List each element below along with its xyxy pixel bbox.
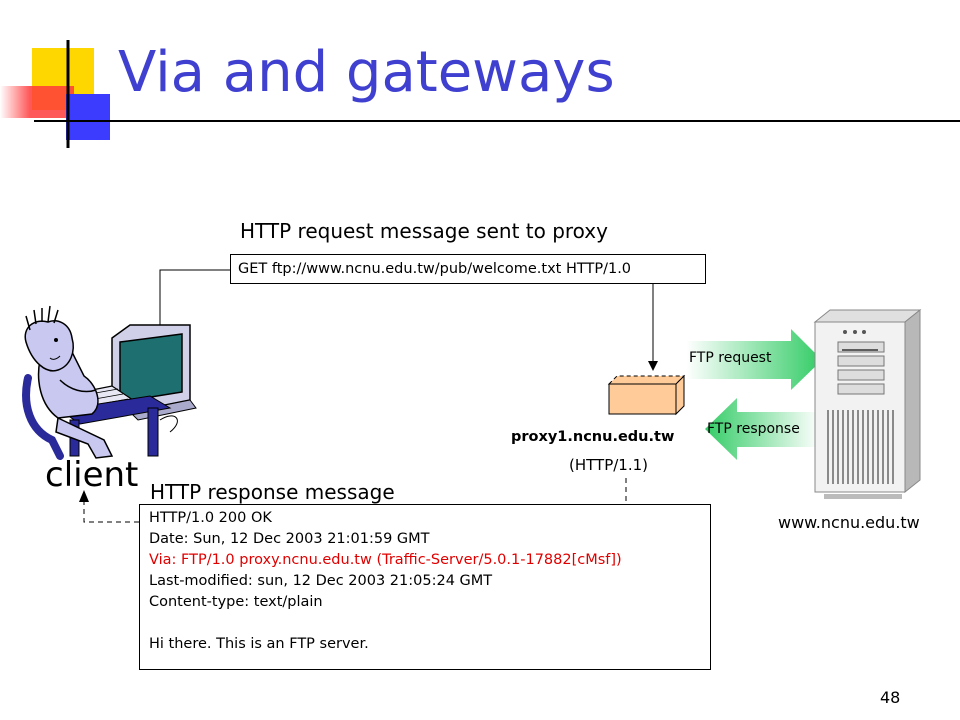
ftp-response-label: FTP response — [707, 421, 800, 437]
request-caption: HTTP request message sent to proxy — [240, 219, 608, 243]
response-blank-line — [149, 613, 622, 634]
response-date-header: Date: Sun, 12 Dec 2003 21:01:59 GMT — [149, 531, 430, 547]
client-computer-illustration — [22, 305, 197, 460]
title-decoration — [0, 40, 960, 148]
ftp-request-arrow — [686, 329, 822, 390]
request-line: GET ftp://www.ncnu.edu.tw/pub/welcome.tx… — [238, 261, 632, 277]
response-message-lines: HTTP/1.0 200 OK Date: Sun, 12 Dec 2003 2… — [149, 508, 622, 655]
response-body-line: Hi there. This is an FTP server. — [149, 636, 369, 652]
request-message-box — [230, 254, 706, 284]
response-via-header: Via: FTP/1.0 proxy.ncnu.edu.tw (Traffic-… — [149, 552, 622, 568]
response-status-line: HTTP/1.0 200 OK — [149, 510, 272, 526]
request-connector — [159, 269, 230, 345]
proxy-host-label: proxy1.ncnu.edu.tw — [511, 429, 675, 445]
ftp-request-label: FTP request — [689, 350, 772, 366]
response-message-box — [139, 504, 711, 670]
page-number: 48 — [880, 688, 901, 707]
proxy-protocol-label: (HTTP/1.1) — [569, 456, 648, 474]
response-return-arrowhead — [79, 490, 89, 502]
response-content-type-header: Content-type: text/plain — [149, 594, 323, 610]
response-caption: HTTP response message — [150, 480, 395, 504]
ftp-response-arrow — [705, 398, 820, 460]
response-last-modified-header: Last-modified: sun, 12 Dec 2003 21:05:24… — [149, 573, 493, 589]
server-icon — [813, 308, 922, 499]
server-host-label: www.ncnu.edu.tw — [778, 513, 920, 532]
slide-title: Via and gateways — [118, 40, 615, 105]
proxy-box — [607, 374, 686, 416]
client-label: client — [45, 455, 139, 495]
